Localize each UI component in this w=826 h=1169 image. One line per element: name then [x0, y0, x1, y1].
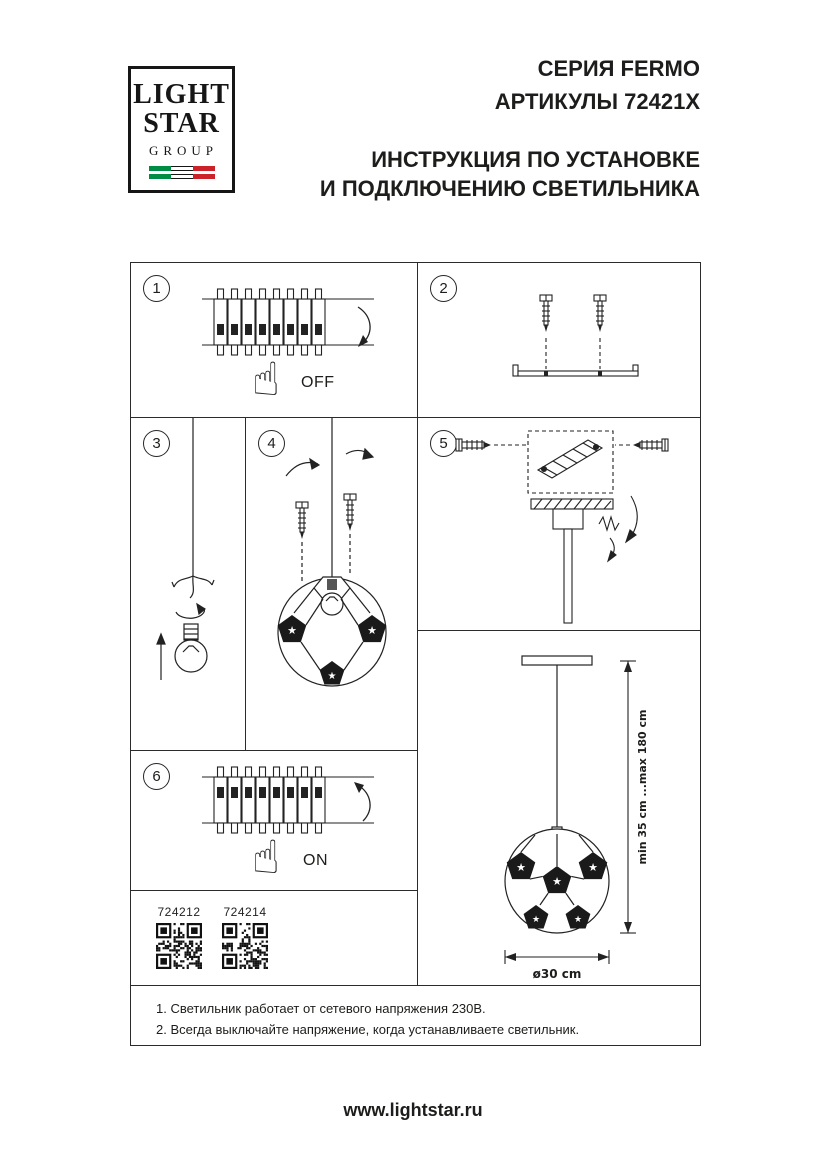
qr-code: [156, 923, 202, 969]
hand-icon: ☝: [252, 830, 280, 875]
panel-step-2: 2: [417, 262, 701, 418]
instruction-title-line2: И ПОДКЛЮЧЕНИЮ СВЕТИЛЬНИКА: [319, 176, 700, 201]
star-icon: ★: [574, 915, 582, 925]
logo-text-group: GROUP: [148, 143, 219, 158]
diameter-dimension: [504, 950, 610, 964]
step-number: 1: [143, 275, 170, 302]
pendant-lamp-illustration: ★ ★ ★ ★ ★ min 35 cm ...max 180 cm ø30 c: [504, 655, 649, 981]
logo-text-star: STAR: [143, 108, 220, 139]
panel-step-6: 6 ☝ ON: [130, 750, 418, 891]
panel-step-5: 5: [417, 417, 701, 631]
ball-shade-assembly-illustration: ★ ★ ★: [277, 418, 387, 687]
step-number: 6: [143, 763, 170, 790]
lamp-dimensions-diagram: ★ ★ ★ ★ ★ min 35 cm ...max 180 cm ø30 c: [417, 630, 701, 986]
light-bulb-icon: [320, 592, 344, 616]
lightstar-logo: LIGHT STAR GROUP: [128, 66, 235, 193]
star-icon: ★: [516, 861, 526, 874]
logo-text-light: LIGHT: [133, 79, 230, 110]
panel-step-4: 4: [245, 417, 418, 751]
rotate-arrow-icon: [175, 607, 206, 619]
website-url: www.lightstar.ru: [343, 1100, 483, 1120]
circuit-breakers-off-illustration: ☝: [202, 288, 374, 397]
instruction-title: ИНСТРУКЦИЯ ПО УСТАНОВКЕ И ПОДКЛЮЧЕНИЮ СВ…: [320, 145, 700, 203]
product-code: 724212: [157, 905, 201, 919]
panel-step-1: 1 ☝ OFF: [130, 262, 418, 418]
star-icon: ★: [367, 624, 377, 637]
star-icon: ★: [328, 671, 337, 682]
star-icon: ★: [552, 875, 562, 888]
step-number: 2: [430, 275, 457, 302]
height-dimension: [620, 660, 636, 934]
circuit-breakers-on-illustration: ☝: [202, 766, 374, 875]
note-line: 2. Всегда выключайте напряжение, когда у…: [156, 1022, 580, 1037]
star-icon: ★: [588, 861, 598, 874]
product-code: 724214: [223, 905, 267, 919]
star-icon: ★: [532, 915, 540, 925]
panel-step-3: 3: [130, 417, 246, 751]
product-codes-box: 724212 724214: [130, 890, 418, 986]
notes-box: 1. Светильник работает от сетевого напря…: [130, 985, 701, 1046]
spring-icon: [598, 515, 620, 532]
note-line: 1. Светильник работает от сетевого напря…: [156, 1001, 486, 1016]
light-bulb-icon: [174, 639, 208, 673]
star-icon: ★: [287, 624, 297, 637]
step-number: 4: [258, 430, 285, 457]
series-title: СЕРИЯ FERMO: [537, 56, 700, 81]
qr-code: [222, 923, 268, 969]
hand-icon: ☝: [252, 352, 280, 397]
step-number: 3: [143, 430, 170, 457]
mounting-bracket-illustration: [512, 294, 639, 377]
italian-flag-icon: [131, 166, 232, 179]
instruction-title-line1: ИНСТРУКЦИЯ ПО УСТАНОВКЕ: [371, 147, 700, 172]
on-label: ON: [303, 852, 328, 869]
off-label: OFF: [301, 374, 335, 391]
diameter-dimension-label: ø30 cm: [533, 967, 582, 981]
cord-and-bulb-illustration: [156, 418, 215, 680]
ceiling-mount-illustration: [455, 430, 669, 624]
height-dimension-label: min 35 cm ...max 180 cm: [636, 710, 649, 865]
ceiling-plate: [521, 655, 593, 666]
articles-title: АРТИКУЛЫ 72421X: [494, 89, 700, 114]
